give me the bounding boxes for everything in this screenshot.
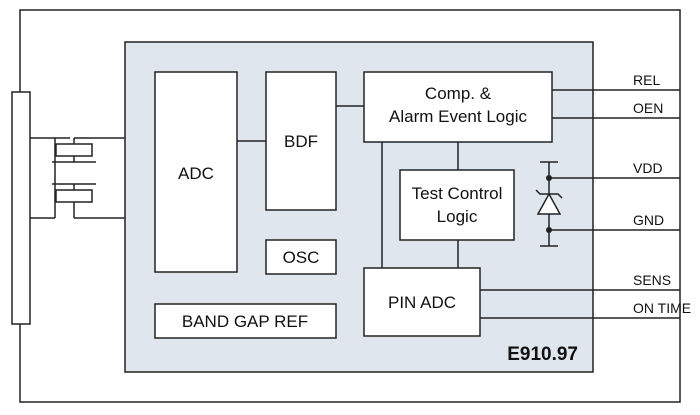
pin-on-time-label: ON TIME (633, 300, 691, 316)
comp-alarm-block (363, 71, 553, 143)
band-gap-block (154, 303, 337, 339)
sensor-electrodes (30, 137, 155, 219)
pin-gnd-label: GND (633, 212, 664, 228)
pin-rel-label: REL (633, 72, 660, 88)
comp-label-line2: Alarm Event Logic (389, 107, 527, 126)
pin-oen-label: OEN (633, 100, 663, 116)
chip-name: E910.97 (507, 344, 578, 365)
pin-vdd-label: VDD (633, 160, 663, 176)
test-label-line1: Test Control (412, 184, 503, 203)
pin-adc-label: PIN ADC (388, 293, 456, 312)
adc-block (154, 71, 238, 273)
pin-sens-label: SENS (633, 272, 671, 288)
zener-diode (535, 161, 680, 247)
test-label-line2: Logic (437, 207, 478, 226)
osc-label: OSC (283, 248, 320, 267)
bdf-block (265, 71, 337, 211)
adc-label: ADC (178, 164, 214, 183)
test-control-block (399, 169, 515, 241)
sensor-strip (11, 91, 31, 325)
pin-adc-block (363, 267, 481, 337)
band-gap-label: BAND GAP REF (182, 312, 308, 331)
bdf-label: BDF (284, 132, 318, 151)
osc-block (265, 239, 337, 275)
comp-label-line1: Comp. & (425, 84, 492, 103)
